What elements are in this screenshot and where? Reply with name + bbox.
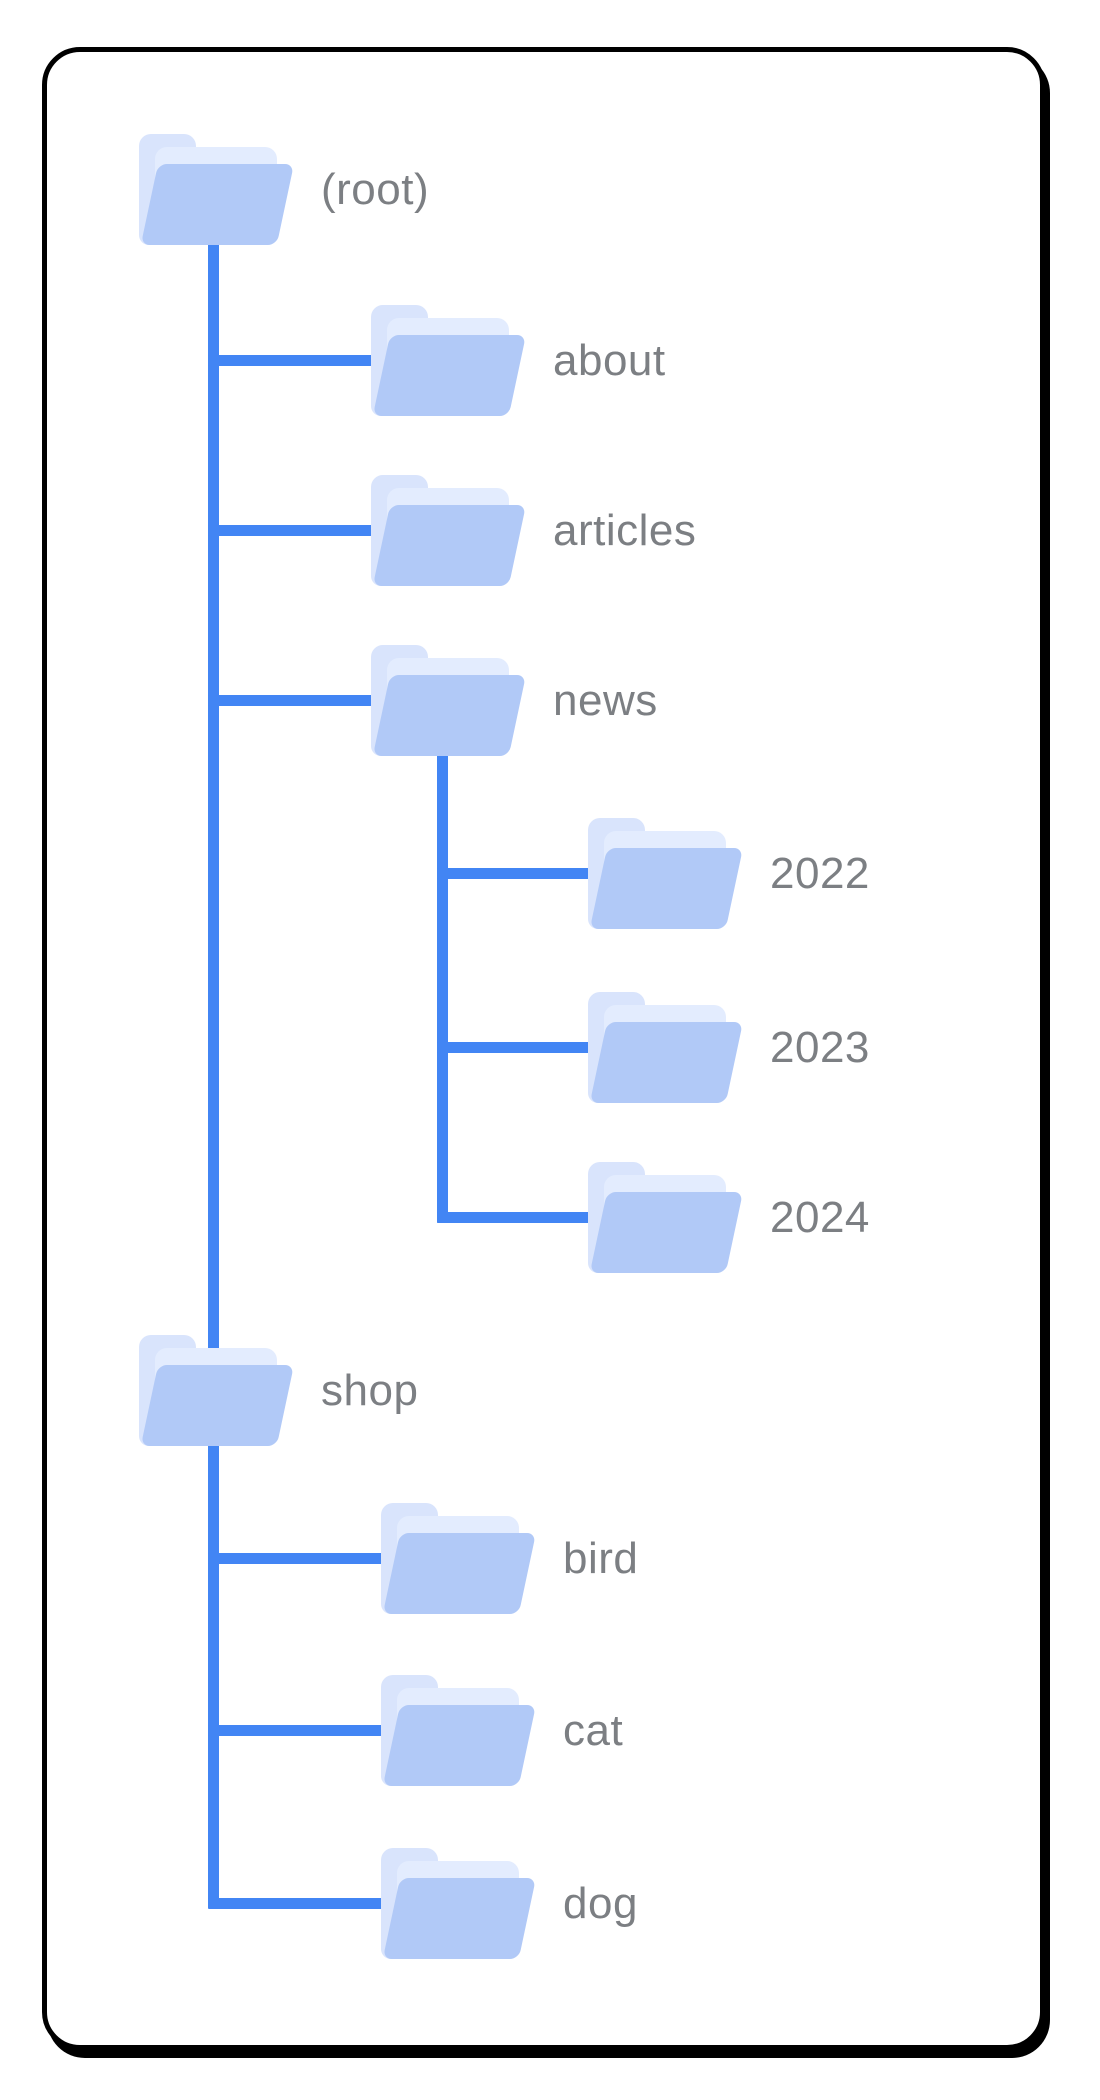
diagram-card <box>42 47 1045 2050</box>
